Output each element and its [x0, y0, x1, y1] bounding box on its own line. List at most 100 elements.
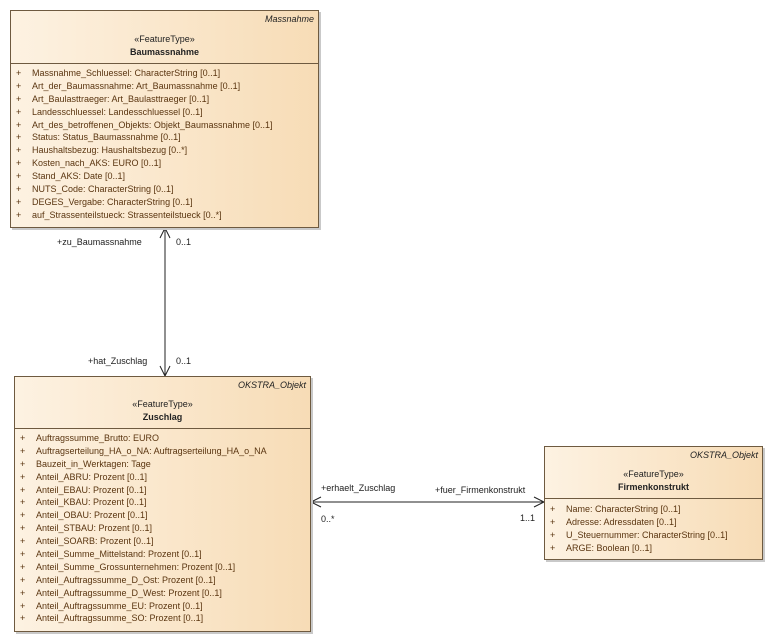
- visibility-marker: +: [550, 529, 556, 540]
- attribute-text: Anteil_Summe_Mittelstand: Prozent [0..1]: [36, 549, 202, 560]
- attribute-row[interactable]: + Art_des_betroffenen_Objekts: Objekt_Bau…: [11, 119, 318, 132]
- arrowhead-left-icon: [309, 496, 322, 508]
- attribute-text: Art_der_Baumassnahme: Art_Baumassnahme […: [32, 80, 241, 91]
- stereotype-label: «FeatureType»: [623, 469, 684, 479]
- attribute-row[interactable]: + Bauzeit_in_Werktagen: Tage: [15, 458, 310, 471]
- attribute-row[interactable]: +NUTS_Code: CharacterString [0..1]: [11, 183, 318, 196]
- visibility-marker: +: [16, 80, 22, 91]
- attribute-row[interactable]: +Landesschluessel: Landesschluessel [0..…: [11, 106, 318, 119]
- attribute-text: Anteil_STBAU: Prozent [0..1]: [36, 523, 153, 534]
- attribute-row[interactable]: +Anteil_Auftragssumme_D_West: Prozent [0…: [15, 587, 310, 600]
- attribute-row[interactable]: +Anteil_EBAU: Prozent [0..1]: [15, 484, 310, 497]
- attribute-row[interactable]: +ARGE: Boolean [0..1]: [545, 542, 762, 555]
- attribute-text: Auftragserteilung_HA_o_NA: Auftragsertei…: [36, 445, 267, 456]
- visibility-marker: +: [16, 68, 22, 78]
- visibility-marker: +: [550, 504, 556, 514]
- attribute-text: ARGE: Boolean [0..1]: [566, 542, 653, 553]
- visibility-marker: +: [20, 445, 26, 456]
- multiplicity-left: 0..*: [321, 514, 335, 524]
- attribute-text: Name: CharacterString [0..1]: [566, 504, 681, 514]
- attribute-text: Art_Baulasttraeger: Art_Baulasttraeger […: [32, 93, 210, 104]
- attribute-row[interactable]: +Anteil_Auftragssumme_EU: Prozent [0..1]: [15, 600, 310, 613]
- attribute-text: Massnahme_Schluessel: CharacterString [0…: [32, 68, 221, 78]
- attribute-row[interactable]: + Anteil_Summe_Mittelstand: Prozent [0..1…: [15, 548, 310, 561]
- attribute-text: Anteil_Summe_Grossunternehmen: Prozent […: [36, 561, 236, 572]
- attribute-list: + Auftragssumme_Brutto: EURO + Auftragserte…: [15, 432, 310, 625]
- visibility-marker: +: [16, 145, 22, 156]
- attribute-row[interactable]: + Stand_AKS: Date [0..1]: [11, 170, 318, 183]
- visibility-marker: +: [20, 510, 26, 521]
- attribute-text: Anteil_OBAU: Prozent [0..1]: [36, 510, 148, 521]
- visibility-marker: +: [20, 458, 26, 469]
- attribute-row[interactable]: +Kosten_nach_AKS: EURO [0..1]: [11, 157, 318, 170]
- attribute-text: Status: Status_Baumassnahme [0..1]: [32, 132, 181, 143]
- attribute-row[interactable]: + Auftragserteilung_HA_o_NA: Auftragserte…: [15, 445, 310, 458]
- attribute-text: Adresse: Adressdaten [0..1]: [566, 516, 677, 527]
- multiplicity-right: 1..1: [520, 513, 536, 523]
- visibility-marker: +: [16, 171, 22, 182]
- package-label: OKSTRA_Objekt: [689, 450, 758, 460]
- visibility-marker: +: [20, 574, 26, 585]
- attribute-row[interactable]: +Anteil_Summe_Grossunternehmen: Prozent …: [15, 561, 310, 574]
- attribute-list: +Name: CharacterString [0..1]+Adresse: A…: [545, 503, 762, 555]
- attribute-text: Landesschluessel: Landesschluessel [0..1…: [32, 106, 203, 117]
- visibility-marker: +: [16, 119, 22, 130]
- attribute-text: Haushaltsbezug: Haushaltsbezug [0..*]: [32, 145, 188, 156]
- visibility-marker: +: [20, 536, 26, 547]
- attribute-text: Anteil_KBAU: Prozent [0..1]: [36, 497, 147, 508]
- attribute-row[interactable]: +auf_Strassenteilstueck: Strassenteilstu…: [11, 209, 318, 222]
- divider: [545, 498, 762, 499]
- visibility-marker: +: [20, 523, 26, 534]
- stereotype-label: «FeatureType»: [134, 34, 195, 44]
- attribute-text: Stand_AKS: Date [0..1]: [32, 171, 126, 182]
- visibility-marker: +: [16, 196, 22, 207]
- attribute-text: Bauzeit_in_Werktagen: Tage: [36, 458, 151, 469]
- visibility-marker: +: [20, 497, 26, 508]
- role-hat-zuschlag: +hat_Zuschlag: [88, 356, 148, 366]
- attribute-row[interactable]: + Art_Baulasttraeger: Art_Baulasttraeger …: [11, 93, 318, 106]
- attribute-row[interactable]: +DEGES_Vergabe: CharacterString [0..1]: [11, 196, 318, 209]
- multiplicity-bottom: 0..1: [176, 356, 192, 366]
- attribute-text: U_Steuernummer: CharacterString [0..1]: [566, 529, 728, 540]
- association-baumassnahme-zuschlag[interactable]: [159, 226, 171, 378]
- attribute-text: auf_Strassenteilstueck: Strassenteilstue…: [32, 209, 222, 220]
- attribute-row[interactable]: + Anteil_OBAU: Prozent [0..1]: [15, 509, 310, 522]
- attribute-text: Kosten_nach_AKS: EURO [0..1]: [32, 158, 162, 169]
- visibility-marker: +: [20, 549, 26, 560]
- attribute-row[interactable]: +Adresse: Adressdaten [0..1]: [545, 516, 762, 529]
- visibility-marker: +: [20, 484, 26, 495]
- visibility-marker: +: [16, 132, 22, 143]
- multiplicity-top: 0..1: [176, 237, 192, 247]
- class-firmenkonstrukt[interactable]: OKSTRA_Objekt «FeatureType» Firmenkonstr…: [544, 446, 763, 560]
- attribute-text: Anteil_ABRU: Prozent [0..1]: [36, 471, 148, 482]
- attribute-row[interactable]: +Anteil_Auftragssumme_SO: Prozent [0..1]: [15, 612, 310, 625]
- attribute-row[interactable]: +Anteil_SOARB: Prozent [0..1]: [15, 535, 310, 548]
- association-zuschlag-firmenkonstrukt[interactable]: [309, 496, 546, 508]
- divider: [15, 428, 310, 429]
- attribute-row[interactable]: + Name: CharacterString [0..1]: [545, 503, 762, 516]
- attribute-row[interactable]: + Haushaltsbezug: Haushaltsbezug [0..*]: [11, 144, 318, 157]
- attribute-text: Anteil_Auftragssumme_D_Ost: Prozent [0..…: [36, 574, 216, 585]
- attribute-list: + Massnahme_Schluessel: CharacterString […: [11, 67, 318, 222]
- attribute-row[interactable]: + Status: Status_Baumassnahme [0..1]: [11, 131, 318, 144]
- package-label: Massnahme: [264, 14, 314, 24]
- class-name: Baumassnahme: [129, 47, 200, 57]
- attribute-row[interactable]: + Art_der_Baumassnahme: Art_Baumassnahme …: [11, 80, 318, 93]
- attribute-row[interactable]: + Auftragssumme_Brutto: EURO: [15, 432, 310, 445]
- class-baumassnahme[interactable]: Massnahme «FeatureType» Baumassnahme + Ma…: [10, 10, 319, 228]
- attribute-row[interactable]: + Anteil_STBAU: Prozent [0..1]: [15, 522, 310, 535]
- visibility-marker: +: [20, 613, 26, 624]
- attribute-row[interactable]: + Anteil_KBAU: Prozent [0..1]: [15, 496, 310, 509]
- attribute-text: Auftragssumme_Brutto: EURO: [36, 433, 160, 443]
- attribute-row[interactable]: + Massnahme_Schluessel: CharacterString […: [11, 67, 318, 80]
- visibility-marker: +: [20, 471, 26, 482]
- attribute-row[interactable]: + U_Steuernummer: CharacterString [0..1]: [545, 529, 762, 542]
- role-fuer-firmenkonstrukt: +fuer_Firmenkonstrukt: [435, 485, 526, 495]
- stereotype-label: «FeatureType»: [132, 399, 193, 409]
- attribute-text: Art_des_betroffenen_Objekts: Objekt_Baum…: [32, 119, 273, 130]
- visibility-marker: +: [16, 93, 22, 104]
- attribute-row[interactable]: + Anteil_Auftragssumme_D_Ost: Prozent [0.…: [15, 574, 310, 587]
- visibility-marker: +: [20, 433, 26, 443]
- attribute-row[interactable]: + Anteil_ABRU: Prozent [0..1]: [15, 471, 310, 484]
- class-zuschlag[interactable]: OKSTRA_Objekt «FeatureType» Zuschlag +Au…: [14, 376, 311, 632]
